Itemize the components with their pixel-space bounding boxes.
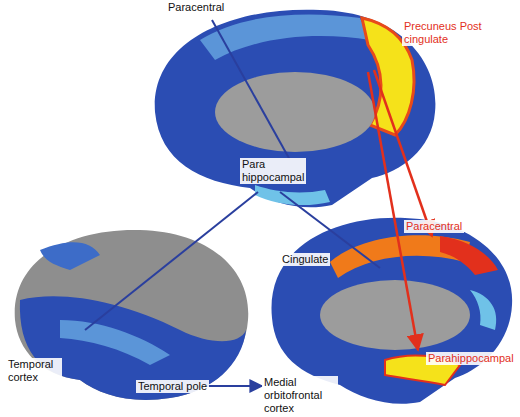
region-label: Para hippocampal: [240, 158, 306, 184]
region-label: Temporal cortex: [6, 358, 62, 384]
blue-line: [85, 192, 258, 330]
cortex-surface: [155, 10, 436, 208]
region-label: Medial orbitofrontal cortex: [262, 376, 338, 415]
top-medial-brain: [155, 10, 436, 208]
medial-wall: [215, 72, 375, 152]
region-label: Cingulate: [280, 253, 330, 266]
temporal-region: [20, 296, 246, 400]
red-arrow: [368, 72, 418, 350]
region-label: Parahippocampal: [426, 352, 516, 365]
temporal-highlight: [60, 320, 170, 365]
paracentral-core: [440, 236, 498, 275]
frontal-patch: [40, 242, 100, 270]
blue-line: [280, 192, 380, 268]
region-label: Paracentral: [404, 220, 464, 233]
blue-line: [212, 20, 290, 160]
connection-lines: [85, 20, 432, 386]
paracentral-region: [200, 14, 370, 60]
region-label: Precuneus Post cingulate: [402, 20, 490, 46]
region-label: Paracentral: [166, 1, 226, 14]
occipital-patch: [470, 290, 496, 330]
region-label: Temporal pole: [136, 380, 209, 393]
medial-wall: [320, 280, 470, 350]
